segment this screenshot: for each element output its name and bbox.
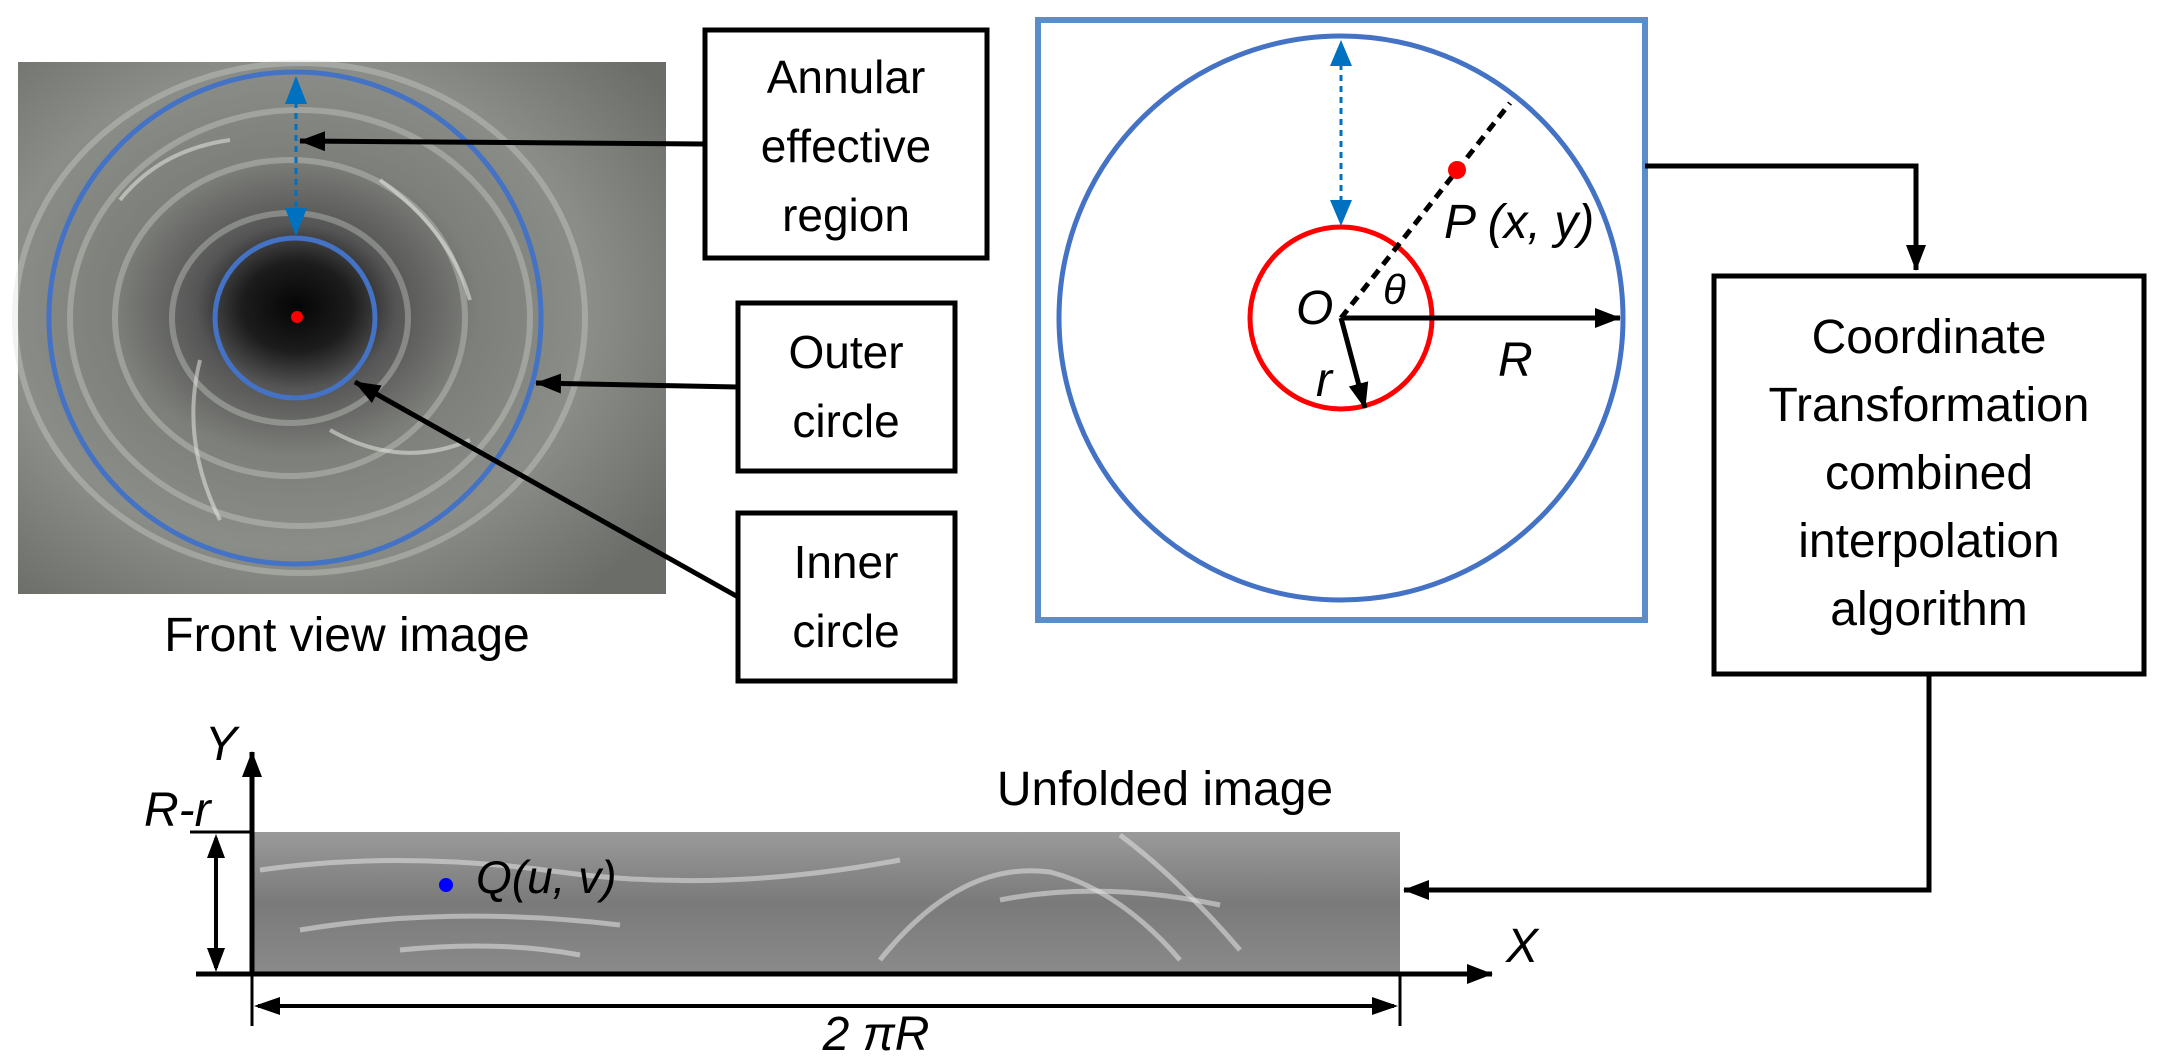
height-label: R-r <box>144 784 213 837</box>
outer-callout-arrow <box>535 373 739 394</box>
annular-region-box <box>702 27 990 261</box>
inner-circle <box>212 235 378 401</box>
point-q <box>439 878 453 892</box>
theta-label: θ <box>1383 266 1406 313</box>
schematic-annular-arrow-up-head <box>1330 40 1352 66</box>
annular-arrow-down-head <box>285 208 307 236</box>
algorithm-label-line5: algorithm <box>1830 583 2027 636</box>
ray-line <box>1339 101 1512 320</box>
algorithm-label-line2: Transformation <box>1769 379 2090 432</box>
front-view-caption: Front view image <box>164 609 529 662</box>
radius-r-arrow <box>1338 317 1369 409</box>
outer-label-line2: circle <box>792 395 899 447</box>
unfolded-caption: Unfolded image <box>997 763 1333 816</box>
algorithm-label-line1: Coordinate <box>1812 311 2047 364</box>
algorithm-label-line4: interpolation <box>1798 515 2060 568</box>
center-point <box>291 311 303 323</box>
schematic-outer-circle <box>1056 33 1626 603</box>
front-view-photo <box>12 60 666 594</box>
inner-label-line2: circle <box>792 605 899 657</box>
point-q-label: Q(u, v) <box>476 851 617 903</box>
outer-label-line1: Outer <box>788 326 903 378</box>
radius-R-label: R <box>1498 334 1533 387</box>
width-arrow-left-head <box>254 997 280 1015</box>
y-axis-label: Y <box>205 718 240 771</box>
x-axis-label: X <box>1505 920 1540 973</box>
annular-label-line2: effective <box>761 120 931 172</box>
inner-callout-arrow <box>353 379 740 600</box>
annular-label-line1: Annular <box>767 51 926 103</box>
point-p-label: P (x, y) <box>1444 196 1594 249</box>
inner-circle-box <box>735 510 958 684</box>
inner-label-line1: Inner <box>794 536 899 588</box>
annular-callout-arrow <box>299 131 706 152</box>
origin-label: O <box>1296 282 1333 335</box>
annular-label-line3: region <box>782 189 910 241</box>
radius-r-label: r <box>1316 354 1334 407</box>
annular-arrow-up-head <box>285 76 307 104</box>
algorithm-box <box>1711 273 2147 677</box>
height-arrow-up-head <box>207 834 225 858</box>
height-arrow-down-head <box>207 948 225 972</box>
schematic-to-algorithm-arrow <box>1645 163 1926 271</box>
outer-circle <box>46 69 544 567</box>
algorithm-to-unfolded-arrow <box>1403 674 1932 900</box>
point-p <box>1448 161 1466 179</box>
width-label: 2 πR <box>822 1008 930 1061</box>
algorithm-label-line3: combined <box>1825 447 2033 500</box>
width-arrow-right-head <box>1372 997 1398 1015</box>
unfolded-image <box>252 832 1400 974</box>
schematic-annular-arrow-down-head <box>1330 200 1352 226</box>
